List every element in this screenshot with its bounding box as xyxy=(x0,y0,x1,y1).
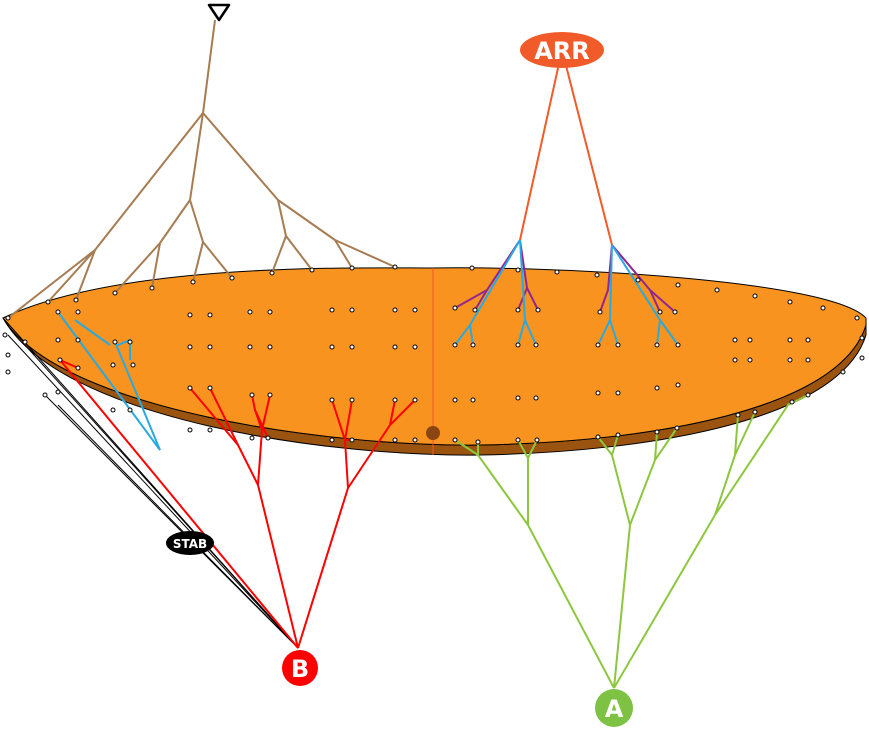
a-node: A xyxy=(595,689,633,727)
purple-branches xyxy=(454,239,676,313)
cyan-branches xyxy=(57,239,679,451)
stab-label: STAB xyxy=(173,537,207,551)
stab-node: STAB xyxy=(166,531,214,555)
inverted-triangle-icon xyxy=(207,3,231,22)
arr-tree xyxy=(519,49,613,246)
arr-node: ARR xyxy=(520,32,604,68)
disk-nodes xyxy=(2,264,865,445)
top-tree xyxy=(7,19,396,319)
b-tree xyxy=(59,359,416,649)
arr-label: ARR xyxy=(534,37,590,65)
stab-lines xyxy=(2,317,299,649)
a-tree xyxy=(454,394,809,689)
disk-center-marker xyxy=(426,426,440,440)
disk-surface xyxy=(2,267,867,446)
a-label: A xyxy=(605,695,624,723)
b-label: B xyxy=(291,655,309,683)
b-node: B xyxy=(282,650,318,686)
